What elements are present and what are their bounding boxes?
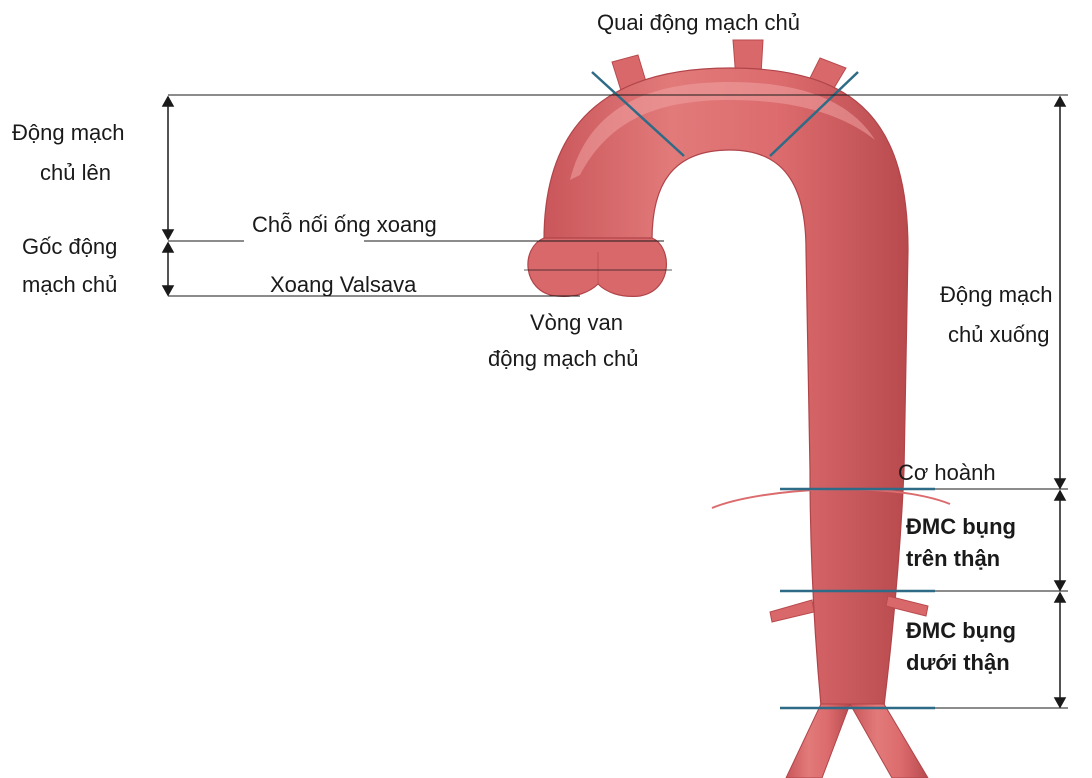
ascending-aorta-label-line2: chủ lên xyxy=(40,162,111,184)
infrarenal-aorta-label-line1: ĐMC bụng xyxy=(906,620,1016,642)
sinotubular-junction-label: Chỗ nối ống xoang xyxy=(252,214,437,236)
aortic-root-label-line2: mạch chủ xyxy=(22,274,117,296)
right-iliac-artery xyxy=(850,704,928,778)
aortic-annulus-label-line1: Vòng van xyxy=(530,312,623,334)
descending-dimension-arrow xyxy=(1055,97,1065,488)
aorta-main-body xyxy=(544,68,908,706)
aortic-arch-label: Quai động mạch chủ xyxy=(597,12,800,34)
aortic-root-label-line1: Gốc động xyxy=(22,236,117,258)
suprarenal-aorta-label-line1: ĐMC bụng xyxy=(906,516,1016,538)
aortic-root-bulb xyxy=(528,238,666,296)
aortic-annulus-label-line2: động mạch chủ xyxy=(488,348,638,370)
infrarenal-dimension-arrow xyxy=(1055,593,1065,707)
sinus-valsalva-label: Xoang Valsava xyxy=(270,274,416,296)
ascending-dimension-arrow xyxy=(163,97,173,239)
diaphragm-label: Cơ hoành xyxy=(898,462,996,484)
left-renal-artery xyxy=(770,600,814,622)
infrarenal-aorta-label-line2: dưới thận xyxy=(906,652,1010,674)
descending-aorta-label-line2: chủ xuống xyxy=(948,324,1050,346)
descending-aorta-label-line1: Động mạch xyxy=(940,284,1053,306)
suprarenal-dimension-arrow xyxy=(1055,491,1065,590)
suprarenal-aorta-label-line2: trên thận xyxy=(906,548,1000,570)
ascending-aorta-label-line1: Động mạch xyxy=(12,122,125,144)
left-iliac-artery xyxy=(786,704,850,778)
root-dimension-arrow xyxy=(163,243,173,295)
